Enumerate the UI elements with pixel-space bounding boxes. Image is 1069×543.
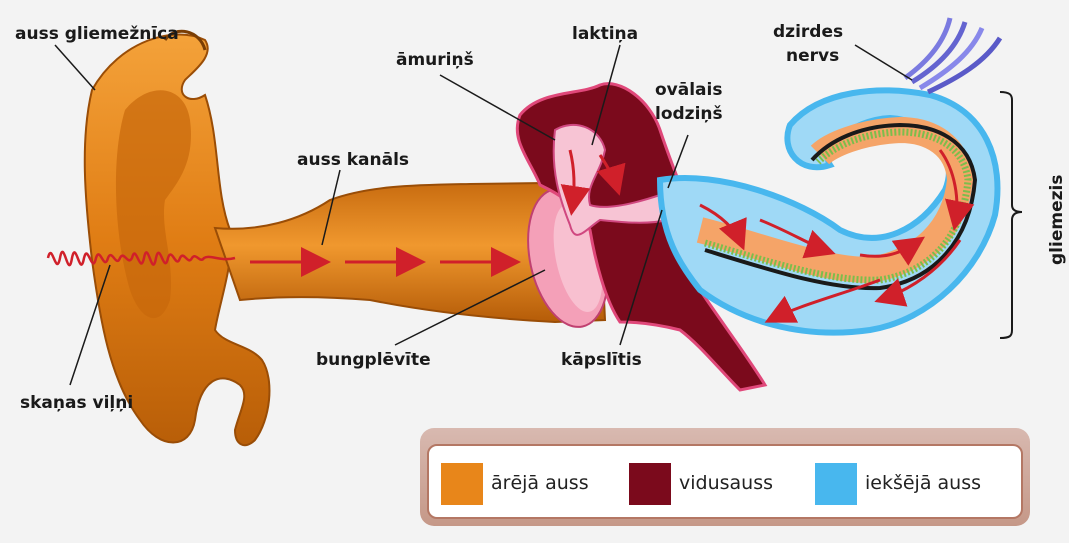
- legend-swatch-middle-ear: [629, 463, 671, 505]
- label-amurins: āmuriņš: [396, 50, 474, 70]
- label-dzirdes-line2: nervs: [786, 46, 839, 66]
- cochlea-bracket: [1000, 92, 1022, 338]
- label-auss-gliemeznica: auss gliemežnīca: [15, 24, 179, 44]
- legend-swatch-inner-ear: [815, 463, 857, 505]
- label-laktina: laktiņa: [572, 24, 638, 44]
- legend-label-middle-ear: vidusauss: [679, 472, 773, 494]
- label-kapslitis: kāpslītis: [561, 350, 642, 370]
- label-skanas-vilni: skaņas viļņi: [20, 393, 133, 413]
- label-auss-kanals: auss kanāls: [297, 150, 409, 170]
- label-dzirdes-line1: dzirdes: [773, 22, 843, 42]
- legend-label-outer-ear: ārējā auss: [491, 472, 589, 494]
- label-gliemezis: gliemezis: [1047, 175, 1067, 265]
- label-ovalais-line1: ovālais: [655, 80, 722, 100]
- auditory-nerve: [905, 18, 1000, 92]
- legend-swatch-outer-ear: [441, 463, 483, 505]
- legend-box: ārējā auss vidusauss iekšējā auss: [427, 444, 1023, 519]
- legend-label-inner-ear: iekšējā auss: [865, 472, 981, 494]
- label-ovalais-line2: lodziņš: [655, 104, 723, 124]
- label-bungplevite: bungplēvīte: [316, 350, 431, 370]
- legend: ārējā auss vidusauss iekšējā auss: [420, 428, 1030, 526]
